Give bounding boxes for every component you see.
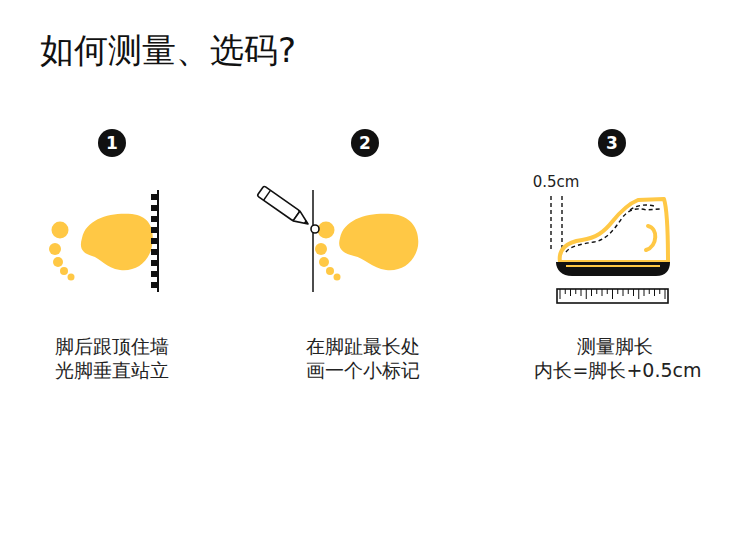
wall-tick	[151, 216, 158, 222]
step-caption: 脚后跟顶住墙	[55, 335, 169, 358]
wall	[151, 190, 158, 292]
wall-tick	[151, 260, 158, 266]
step-caption: 测量脚长	[577, 335, 653, 358]
ruler-tick	[570, 289, 571, 296]
ruler	[557, 289, 668, 303]
ruler-tick	[649, 289, 650, 294]
ruler-tick	[654, 289, 655, 296]
step-number: 3	[598, 129, 626, 157]
wall-tick	[151, 227, 158, 233]
step-number: 1	[98, 129, 126, 157]
foot-icon	[315, 214, 418, 281]
ruler-tick	[607, 289, 608, 294]
step-caption: 光脚垂直站立	[55, 359, 169, 382]
step-caption: 内长=脚长+0.5cm	[534, 359, 701, 382]
step-number-text: 2	[359, 135, 371, 152]
ruler-tick	[628, 289, 629, 294]
pencil-icon	[257, 186, 311, 229]
step-number-text: 3	[606, 135, 618, 152]
mark-line	[312, 190, 314, 292]
step-number-text: 1	[106, 135, 118, 152]
foot-icon	[49, 214, 153, 281]
ruler-tick	[565, 289, 566, 294]
ruler-tick	[638, 289, 639, 299]
ruler-tick	[591, 289, 592, 296]
dimension-lines	[551, 196, 562, 252]
ruler-tick	[581, 289, 582, 296]
step-number: 2	[351, 129, 379, 157]
ruler-tick	[575, 289, 576, 294]
step-caption: 画一个小标记	[306, 359, 420, 382]
wall-tick	[151, 271, 158, 277]
ruler-tick	[659, 289, 660, 294]
ruler-tick	[633, 289, 634, 296]
wall-tick	[151, 194, 158, 200]
ruler-tick	[623, 289, 624, 296]
step-caption: 在脚趾最长处	[306, 335, 420, 358]
wall-tick	[151, 238, 158, 244]
wall-tick	[151, 205, 158, 211]
ruler-tick	[665, 289, 666, 299]
shoe-icon	[556, 199, 670, 276]
ruler-tick	[586, 289, 587, 299]
ruler-tick	[596, 289, 597, 294]
ruler-tick	[602, 289, 603, 296]
mark-dot	[311, 225, 319, 233]
wall-tick	[151, 282, 158, 288]
ruler-tick	[617, 289, 618, 294]
label-dimension: 0.5cm	[533, 173, 580, 191]
ruler-tick	[560, 289, 561, 299]
ruler-tick	[644, 289, 645, 296]
ruler-tick	[612, 289, 613, 299]
wall-tick	[151, 249, 158, 255]
title: 如何测量、选码?	[40, 28, 296, 74]
